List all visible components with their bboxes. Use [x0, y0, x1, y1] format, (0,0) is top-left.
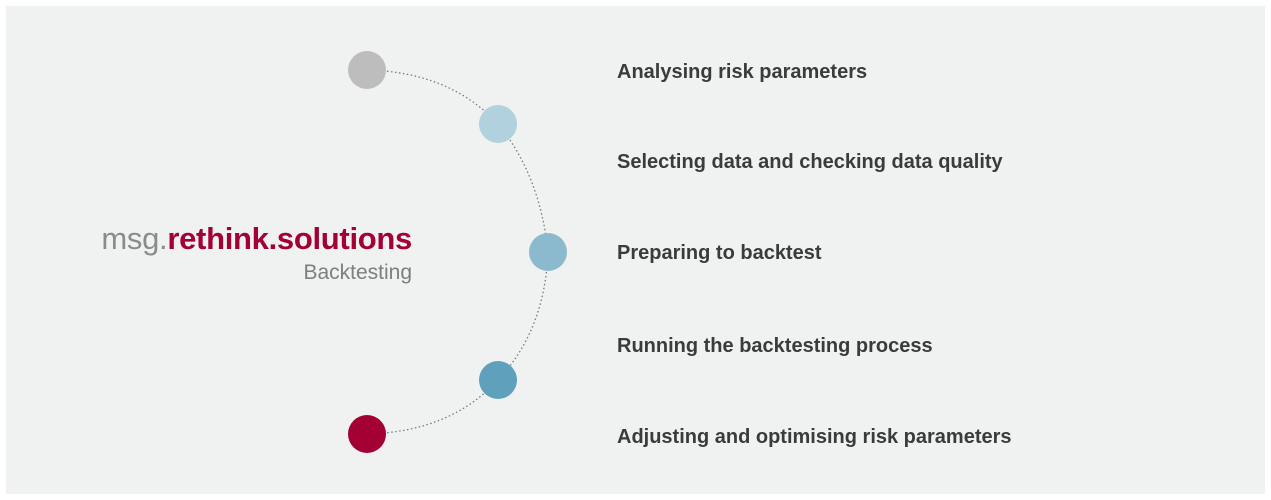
- step-1-label: Analysing risk parameters: [617, 61, 868, 83]
- step-3-node: [529, 233, 567, 271]
- connector-3-4: [497, 251, 549, 381]
- connector-4-5: [366, 379, 499, 435]
- brand-subtitle: Backtesting: [303, 261, 412, 284]
- connector-2-3: [497, 123, 549, 253]
- brand-prefix: msg.: [101, 221, 168, 256]
- step-4-node: [479, 361, 517, 399]
- brand-name: rethink.solutions: [167, 221, 412, 256]
- step-1-node: [348, 51, 386, 89]
- step-2-label: Selecting data and checking data quality: [617, 151, 1003, 173]
- step-2-node: [479, 105, 517, 143]
- connector-1-2: [366, 69, 499, 125]
- brand-block: msg.rethink.solutions Backtesting: [101, 219, 412, 287]
- diagram-panel: [6, 6, 1265, 494]
- step-3-label: Preparing to backtest: [617, 242, 822, 264]
- step-4-label: Running the backtesting process: [617, 335, 933, 357]
- step-5-node: [348, 415, 386, 453]
- brand-title: msg.rethink.solutions: [101, 219, 412, 259]
- step-5-label: Adjusting and optimising risk parameters: [617, 426, 1012, 448]
